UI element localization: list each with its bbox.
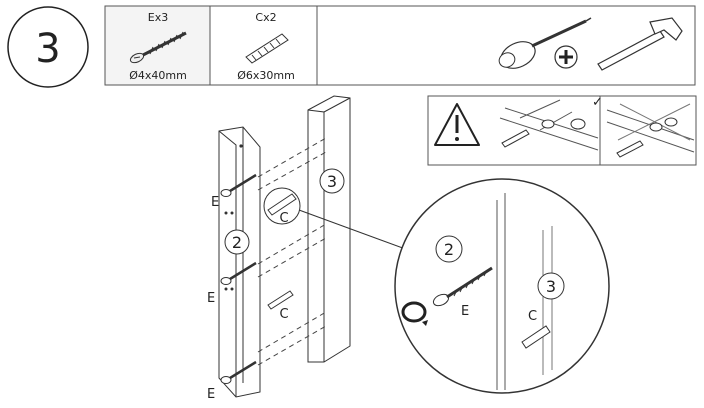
screw-label-top: E bbox=[211, 195, 219, 210]
dowel-label-top: C bbox=[279, 211, 288, 226]
hammer-icon bbox=[597, 17, 683, 71]
dowel-top bbox=[267, 193, 297, 216]
detail-panel-3-number: 3 bbox=[546, 277, 556, 296]
screw-icon bbox=[129, 31, 187, 64]
part-size-dowel: Ø6x30mm bbox=[237, 69, 295, 82]
screw-middle bbox=[220, 261, 257, 285]
alignment-lines bbox=[257, 137, 327, 366]
screw-label-bottom: E bbox=[207, 387, 215, 402]
panel-2-label: 2 bbox=[224, 229, 250, 255]
dowel-insertion-correct: ✓ bbox=[499, 95, 603, 151]
detail-dowel bbox=[521, 325, 551, 349]
detail-screw bbox=[432, 266, 493, 307]
part-code-screw: Ex3 bbox=[148, 11, 168, 24]
warning-box: ✓ bbox=[427, 95, 697, 166]
phillips-screwdriver-icon bbox=[498, 17, 592, 69]
dowel-icon bbox=[245, 33, 289, 64]
magnifier-callout bbox=[263, 178, 610, 394]
step-badge: 3 bbox=[7, 6, 89, 88]
detail-panel-2-number: 2 bbox=[444, 240, 454, 259]
screw-top bbox=[220, 173, 257, 197]
dowel-label-middle: C bbox=[279, 307, 288, 322]
correct-checkmark: ✓ bbox=[592, 95, 603, 110]
rotate-clockwise-icon bbox=[401, 301, 428, 326]
warning-triangle-icon bbox=[434, 103, 480, 146]
panel-3-number: 3 bbox=[327, 172, 337, 191]
detail-screw-label: E bbox=[461, 304, 469, 319]
part-size-screw: Ø4x40mm bbox=[129, 69, 187, 82]
panel-3-label: 3 bbox=[319, 168, 345, 194]
detail-view: 2 3 E C bbox=[401, 193, 565, 390]
panel-2-number: 2 bbox=[232, 233, 242, 252]
parts-box: Ex3 Ø4x40mm Cx2 Ø6x30mm bbox=[104, 5, 696, 86]
screw-bottom bbox=[220, 360, 257, 384]
dowel-insertion-incorrect bbox=[606, 103, 695, 158]
part-code-dowel: Cx2 bbox=[255, 11, 276, 24]
panel-2-board bbox=[218, 126, 261, 398]
screw-label-middle: E bbox=[207, 291, 215, 306]
panel-3-board bbox=[307, 95, 351, 363]
detail-dowel-label: C bbox=[528, 309, 537, 324]
step-number: 3 bbox=[35, 26, 60, 72]
part-cell-screw bbox=[104, 5, 211, 86]
dowel-middle bbox=[267, 290, 294, 310]
